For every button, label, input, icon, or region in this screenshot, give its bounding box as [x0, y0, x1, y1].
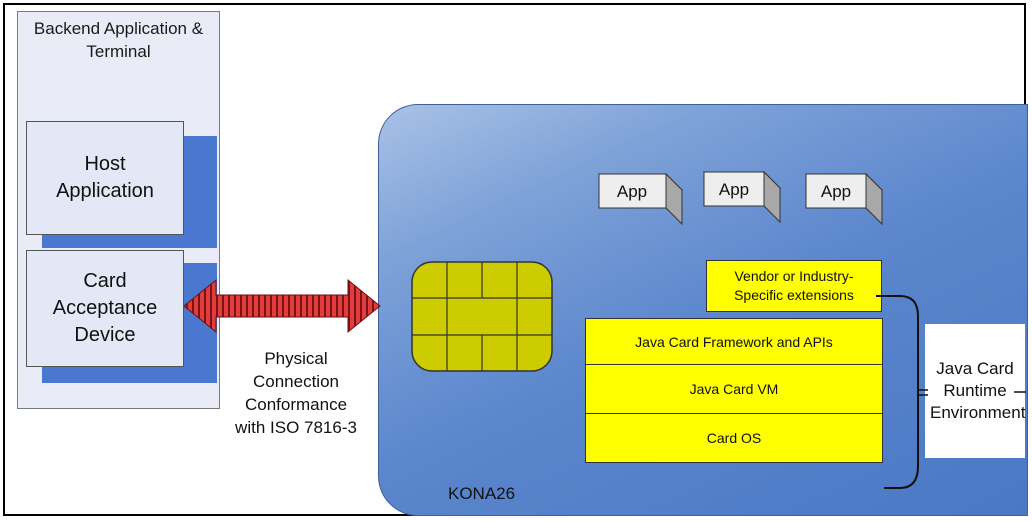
backend-title: Backend Application & Terminal	[33, 19, 204, 61]
physical-connection-label: Physical Connection Conformance with ISO…	[235, 349, 357, 437]
framework-layer: Java Card Framework and APIs	[585, 318, 883, 365]
physical-connection-arrow	[183, 278, 381, 334]
vendor-extensions-box: Vendor or Industry-Specific extensions	[706, 260, 882, 312]
jcre-label: Java Card Runtime Environment	[930, 359, 1026, 422]
app-label-2: App	[719, 180, 749, 199]
vm-label: Java Card VM	[689, 381, 779, 397]
card-os-layer: Card OS	[585, 413, 883, 463]
app-label-3: App	[821, 182, 851, 201]
card-acceptance-device-box: Card Acceptance Device	[26, 250, 184, 367]
host-application-box: Host Application	[26, 121, 184, 235]
app-label-1: App	[617, 182, 647, 201]
framework-label: Java Card Framework and APIs	[635, 333, 833, 350]
app-cube-1	[597, 172, 684, 226]
vendor-extensions-label: Vendor or Industry-Specific extensions	[734, 268, 854, 303]
card-name-label: KONA26	[448, 484, 516, 503]
app-cube-3	[804, 172, 884, 226]
jcre-bracket	[876, 295, 919, 489]
vm-layer: Java Card VM	[585, 364, 883, 414]
host-application-label: Host Application	[56, 153, 154, 202]
card-os-label: Card OS	[706, 430, 762, 446]
jcre-box: Java Card Runtime Environment	[925, 324, 1025, 458]
app-cube-2	[702, 170, 782, 224]
chip-icon	[411, 261, 553, 372]
card-acceptance-device-label: Card Acceptance Device	[52, 270, 158, 346]
